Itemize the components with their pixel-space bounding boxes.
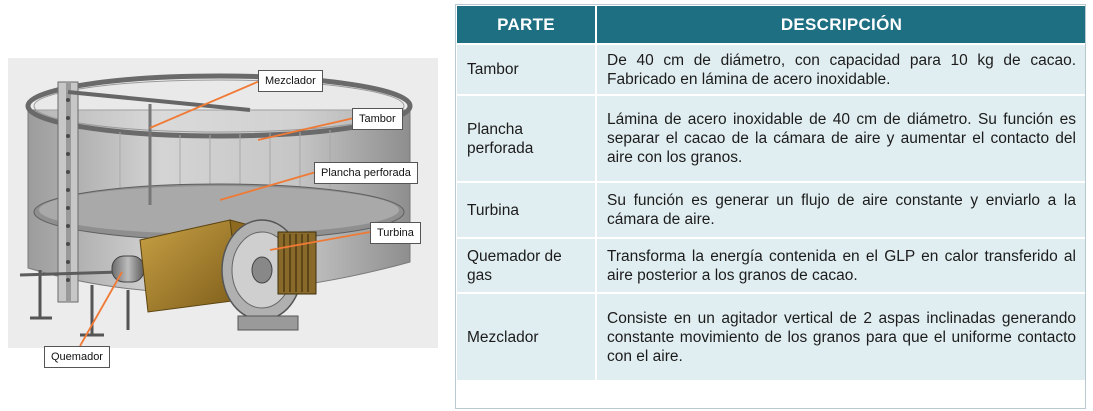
leader-mezclador — [149, 79, 263, 129]
motor — [277, 231, 317, 295]
description-cell: Su función es generar un flujo de aire c… — [595, 181, 1088, 239]
part-cell: Tambor — [455, 43, 597, 96]
table-row: Tambor De 40 cm de diámetro, con capacid… — [455, 43, 1088, 96]
part-cell: Mezclador — [455, 292, 597, 382]
label-quemador: Quemador — [44, 346, 110, 368]
part-cell: Quemador de gas — [455, 237, 597, 294]
leader-lines — [79, 79, 371, 347]
label-turbina: Turbina — [370, 222, 421, 244]
description-cell: Consiste en un agitador vertical de 2 as… — [595, 292, 1088, 382]
description-cell: Lámina de acero inoxidable de 40 cm de d… — [595, 94, 1088, 183]
description-cell: Transforma la energía contenida en el GL… — [595, 237, 1088, 294]
leader-quemador — [79, 271, 123, 347]
roaster-illustration — [8, 58, 438, 348]
table-row: Quemador de gas Transforma la energía co… — [455, 237, 1088, 294]
description-cell: De 40 cm de diámetro, con capacidad para… — [595, 43, 1088, 96]
parts-table: PARTE DESCRIPCIÓN Tambor De 40 cm de diá… — [455, 4, 1088, 382]
leader-turbina — [269, 231, 371, 251]
label-tambor: Tambor — [352, 108, 403, 130]
parts-table-container: PARTE DESCRIPCIÓN Tambor De 40 cm de diá… — [455, 4, 1088, 382]
part-cell: Turbina — [455, 181, 597, 239]
label-plancha-perforada: Plancha perforada — [314, 162, 418, 184]
support-column — [57, 81, 251, 303]
turbine-wheel — [221, 219, 303, 331]
roaster-diagram: Mezclador Tambor Plancha perforada Turbi… — [0, 0, 450, 411]
leader-plancha — [219, 171, 317, 201]
header-descripcion: DESCRIPCIÓN — [595, 4, 1088, 45]
table-header-row: PARTE DESCRIPCIÓN — [455, 4, 1088, 45]
leader-tambor — [257, 117, 355, 141]
table-row: Plancha perforada Lámina de acero inoxid… — [455, 94, 1088, 183]
table-row: Mezclador Consiste en un agitador vertic… — [455, 292, 1088, 382]
header-parte: PARTE — [455, 4, 597, 45]
part-cell: Plancha perforada — [455, 94, 597, 183]
label-mezclador: Mezclador — [258, 70, 323, 92]
table-row: Turbina Su función es generar un flujo d… — [455, 181, 1088, 239]
